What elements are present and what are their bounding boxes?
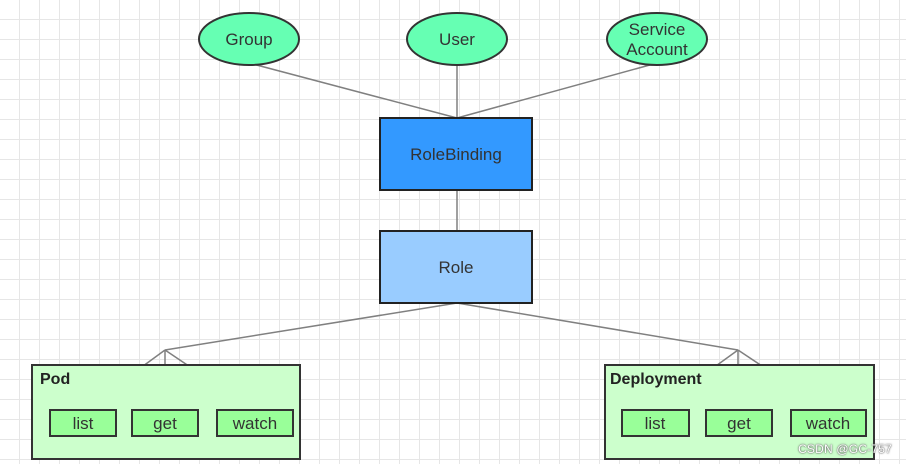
pod-verb-watch-box xyxy=(216,409,294,437)
rolebinding-box xyxy=(379,117,533,191)
deployment-verb-get-label: get xyxy=(727,414,751,433)
pod-verb-list-label: list xyxy=(73,414,94,433)
rolebinding-node: RoleBinding xyxy=(379,117,533,191)
subject-group-node: Group xyxy=(198,12,300,66)
subject-group-shape xyxy=(198,12,300,66)
role-node: Role xyxy=(379,230,533,304)
subject-user-shape xyxy=(406,12,508,66)
connector-role-pod xyxy=(164,302,458,351)
pod-verb-get-label: get xyxy=(153,414,177,433)
connector-group-rolebinding xyxy=(248,62,458,119)
role-box xyxy=(379,230,533,304)
subject-service-account-label-line2: Account xyxy=(626,40,688,59)
resource-deployment-title: Deployment xyxy=(610,371,702,388)
pod-verb-watch-label: watch xyxy=(232,414,277,433)
subject-service-account-node: Service Account xyxy=(606,12,708,66)
connector-role-deployment xyxy=(456,302,739,351)
subject-service-account-shape xyxy=(606,12,708,66)
subject-user-node: User xyxy=(406,12,508,66)
deployment-verb-list-label: list xyxy=(645,414,666,433)
watermark-text: CSDN @GC-757 xyxy=(798,442,892,456)
deployment-verb-watch-box xyxy=(790,409,867,437)
rolebinding-label: RoleBinding xyxy=(410,145,502,164)
subject-group-label: Group xyxy=(225,30,272,49)
subject-user-label: User xyxy=(439,30,475,49)
role-label: Role xyxy=(439,258,474,277)
resource-deployment-group: Deployment list get watch xyxy=(604,364,875,460)
pod-verb-get-box xyxy=(131,409,199,437)
subject-service-account-label-line1: Service xyxy=(629,20,686,39)
deployment-verb-get-box xyxy=(705,409,773,437)
resource-pod-title: Pod xyxy=(40,371,70,388)
connector-serviceaccount-rolebinding xyxy=(456,62,658,119)
deployment-verb-watch-label: watch xyxy=(805,414,850,433)
resource-pod-group: Pod list get watch xyxy=(31,364,301,460)
deployment-verb-list-box xyxy=(621,409,690,437)
pod-verb-list-box xyxy=(49,409,117,437)
